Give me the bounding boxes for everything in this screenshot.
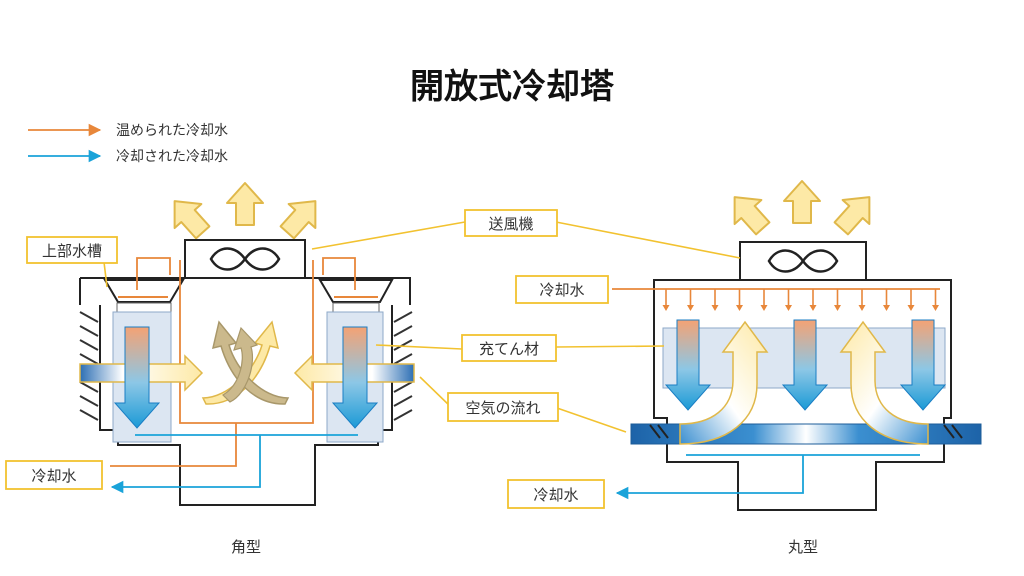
upward-air-arrow-left [679, 320, 769, 445]
spray-drop-head [858, 305, 866, 311]
callout-airflow: 空気の流れ [447, 392, 559, 422]
spray-drop-head [907, 305, 915, 311]
tower-casing-2 [653, 279, 952, 511]
downward-water-arrow-r2 [781, 319, 829, 411]
spray-drop-head [760, 305, 768, 311]
spray-drop-head [687, 305, 694, 311]
spray-drop-head [711, 305, 719, 311]
callout-upper-tank: 上部水槽 [26, 236, 118, 264]
spray-drop-head [809, 305, 817, 311]
round-tower [612, 180, 982, 511]
exhaust-arrow-up-left-2 [720, 184, 778, 242]
callout-cooling-water-right: 冷却水 [507, 479, 605, 509]
legend-cool-label: 冷却された冷却水 [116, 149, 228, 165]
callout-fill: 充てん材 [461, 334, 557, 362]
warm-water-pipe [110, 257, 356, 467]
upper-basin-left [103, 279, 185, 303]
callout-fill-label: 充てん材 [479, 340, 539, 358]
caption-square: 角型 [231, 538, 261, 556]
spray-drop-head [662, 305, 670, 311]
exhaust-arrow-up-2 [783, 180, 821, 224]
callout-cooling-water-in-label: 冷却水 [539, 281, 584, 299]
spray-drop-head [785, 305, 792, 311]
spray-drop-head [736, 305, 743, 311]
leader-lines [103, 221, 741, 433]
spray-drop-head [932, 305, 939, 311]
legend-warm-label: 温められた冷却水 [116, 123, 228, 139]
spray-drops [662, 289, 939, 311]
exhaust-arrow-up-right-2 [826, 184, 884, 242]
callout-upper-tank-label: 上部水槽 [42, 242, 102, 260]
exhaust-arrow-up-left [160, 188, 218, 246]
page-title: 開放式冷却塔 [410, 67, 615, 107]
upward-air-arrow-right [839, 320, 929, 445]
callout-airflow-label: 空気の流れ [465, 399, 540, 417]
cool-water-outlet [615, 455, 804, 500]
callout-blower: 送風機 [464, 209, 558, 237]
callout-cooling-water-right-label: 冷却水 [533, 486, 578, 504]
downward-water-arrow-right [331, 326, 379, 429]
callout-cooling-water-left: 冷却水 [5, 460, 103, 490]
downward-water-arrow-left [113, 326, 161, 429]
legend-warm: 温められた冷却水 [28, 123, 228, 139]
caption-round: 丸型 [788, 538, 818, 556]
callout-blower-label: 送風機 [488, 215, 533, 233]
callout-cooling-water-left-label: 冷却水 [31, 467, 76, 485]
exhaust-arrow-up-right [272, 188, 330, 246]
upper-basin-right [318, 279, 394, 303]
cool-water-pipe [110, 434, 358, 494]
downward-water-arrow-r3 [899, 319, 947, 411]
spray-drop-head [883, 305, 890, 311]
spray-drop-head [834, 305, 841, 311]
legend-cool: 冷却された冷却水 [28, 149, 228, 165]
swirl-air-arrow [201, 320, 290, 405]
downward-water-arrow-r1 [664, 319, 712, 411]
callout-cooling-water-in: 冷却水 [515, 275, 609, 304]
square-tower [79, 182, 415, 506]
exhaust-arrow-up [226, 182, 264, 226]
